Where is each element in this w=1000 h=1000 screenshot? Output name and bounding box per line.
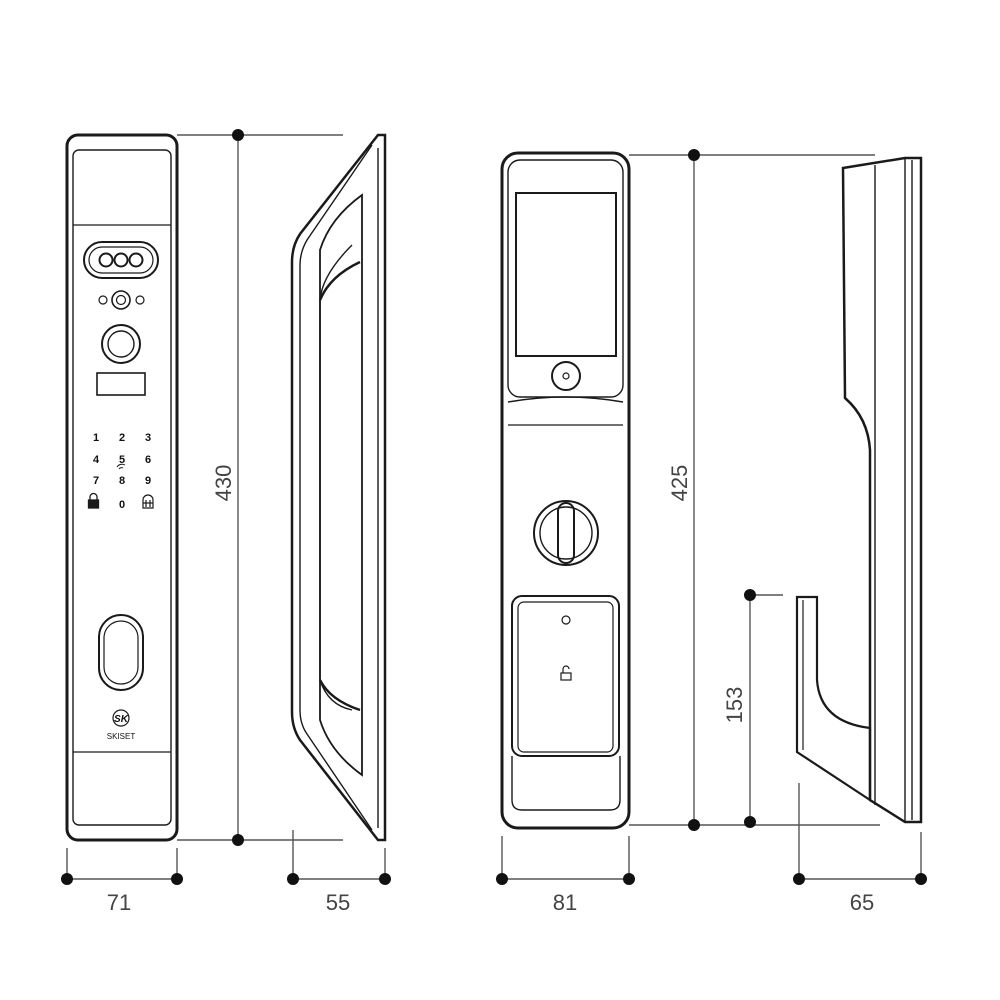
card-reader-window [96, 372, 146, 396]
brand-monogram: SK [114, 714, 129, 725]
dim-label-71: 71 [107, 890, 131, 915]
dimension-lines [66, 134, 922, 880]
keypad-key-6[interactable]: 6 [145, 454, 151, 466]
keypad-key-3[interactable]: 3 [145, 432, 151, 444]
dim-label-65: 65 [850, 890, 874, 915]
wifi-indicator-icon [116, 463, 126, 470]
keypad-key-4[interactable]: 4 [93, 454, 100, 466]
keypad: 1 2 3 4 5 6 7 8 9 0 [93, 432, 151, 511]
back-bottom-tray [511, 756, 621, 811]
back-plate-curve [507, 396, 624, 403]
dim-71-dot-right [171, 873, 183, 885]
dim-65-dot-left [793, 873, 805, 885]
dim-71-dot-left [61, 873, 73, 885]
keypad-key-5[interactable]: 5 [119, 454, 125, 466]
front-inner-plate [72, 149, 172, 826]
battery-cover-inner [517, 601, 614, 753]
dim-label-425: 425 [667, 465, 692, 502]
side-handle-grip-curve-top [318, 260, 361, 301]
camera-lens-3-icon [128, 252, 144, 268]
dim-55-dot-right [379, 873, 391, 885]
keypad-key-1[interactable]: 1 [93, 432, 99, 444]
camera-bar-inner [88, 246, 154, 274]
dim-label-81: 81 [553, 890, 577, 915]
dim-65-dot-right [915, 873, 927, 885]
dim-81-dot-left [496, 873, 508, 885]
back-display-button-outer [551, 361, 581, 391]
dim-label-55: 55 [326, 890, 350, 915]
dim-153-dot-bottom [744, 816, 756, 828]
camera-bar [83, 241, 159, 279]
keypad-key-2[interactable]: 2 [119, 432, 125, 444]
lock-key-icon [87, 492, 100, 509]
front-handle-recess-inner [103, 620, 139, 685]
camera-lens-1-icon [98, 252, 114, 268]
back-display-screen [515, 192, 617, 357]
sensor-right-icon [135, 295, 145, 305]
dim-label-430: 430 [211, 465, 236, 502]
side-handle-outer [290, 133, 387, 842]
side-handle-grip-inner [319, 244, 353, 711]
sensor-left-icon [98, 295, 108, 305]
back-outer-plate [500, 151, 631, 830]
keypad-key-7[interactable]: 7 [93, 475, 99, 487]
doorbell-key-icon [142, 494, 154, 509]
keypad-key-8[interactable]: 8 [119, 475, 125, 487]
dim-430-dot-top [232, 129, 244, 141]
thumb-turn-knob[interactable] [557, 502, 575, 564]
brand-name: SKISET [107, 732, 136, 741]
dim-430-dot-bottom [232, 834, 244, 846]
back-side-body [841, 156, 923, 824]
back-side-view [795, 156, 923, 824]
dim-425-dot-top [688, 149, 700, 161]
sensor-camera-outer-icon [111, 290, 131, 310]
keypad-key-0[interactable]: 0 [119, 499, 125, 511]
sensor-camera-inner-icon [115, 294, 127, 306]
unlock-icon [560, 665, 572, 681]
front-handle-recess [98, 614, 144, 691]
lever-handle[interactable] [795, 595, 872, 803]
dimension-endpoints [61, 129, 927, 885]
dim-81-dot-right [623, 873, 635, 885]
camera-lens-2-icon [113, 252, 129, 268]
side-handle-grip-curve-bottom [318, 679, 361, 712]
brand-logo-icon [112, 709, 130, 727]
back-display-button-inner [562, 372, 570, 380]
back-view [500, 151, 631, 830]
front-view [65, 133, 179, 842]
side-handle-grip [319, 193, 363, 777]
fingerprint-reader-outer [101, 324, 141, 364]
dim-55-dot-left [287, 873, 299, 885]
thumb-turn-outer [533, 500, 599, 566]
battery-cover[interactable] [511, 595, 620, 757]
side-view [290, 133, 387, 842]
keypad-key-9[interactable]: 9 [145, 475, 151, 487]
dim-425-dot-bottom [688, 819, 700, 831]
dim-label-153: 153 [722, 687, 747, 724]
side-handle-inner-1 [299, 144, 373, 831]
fingerprint-reader-inner [107, 330, 135, 358]
dim-153-dot-top [744, 589, 756, 601]
thumb-turn-inner [539, 506, 593, 560]
battery-cover-indicator-icon [561, 615, 571, 625]
front-outer-plate [65, 133, 179, 842]
